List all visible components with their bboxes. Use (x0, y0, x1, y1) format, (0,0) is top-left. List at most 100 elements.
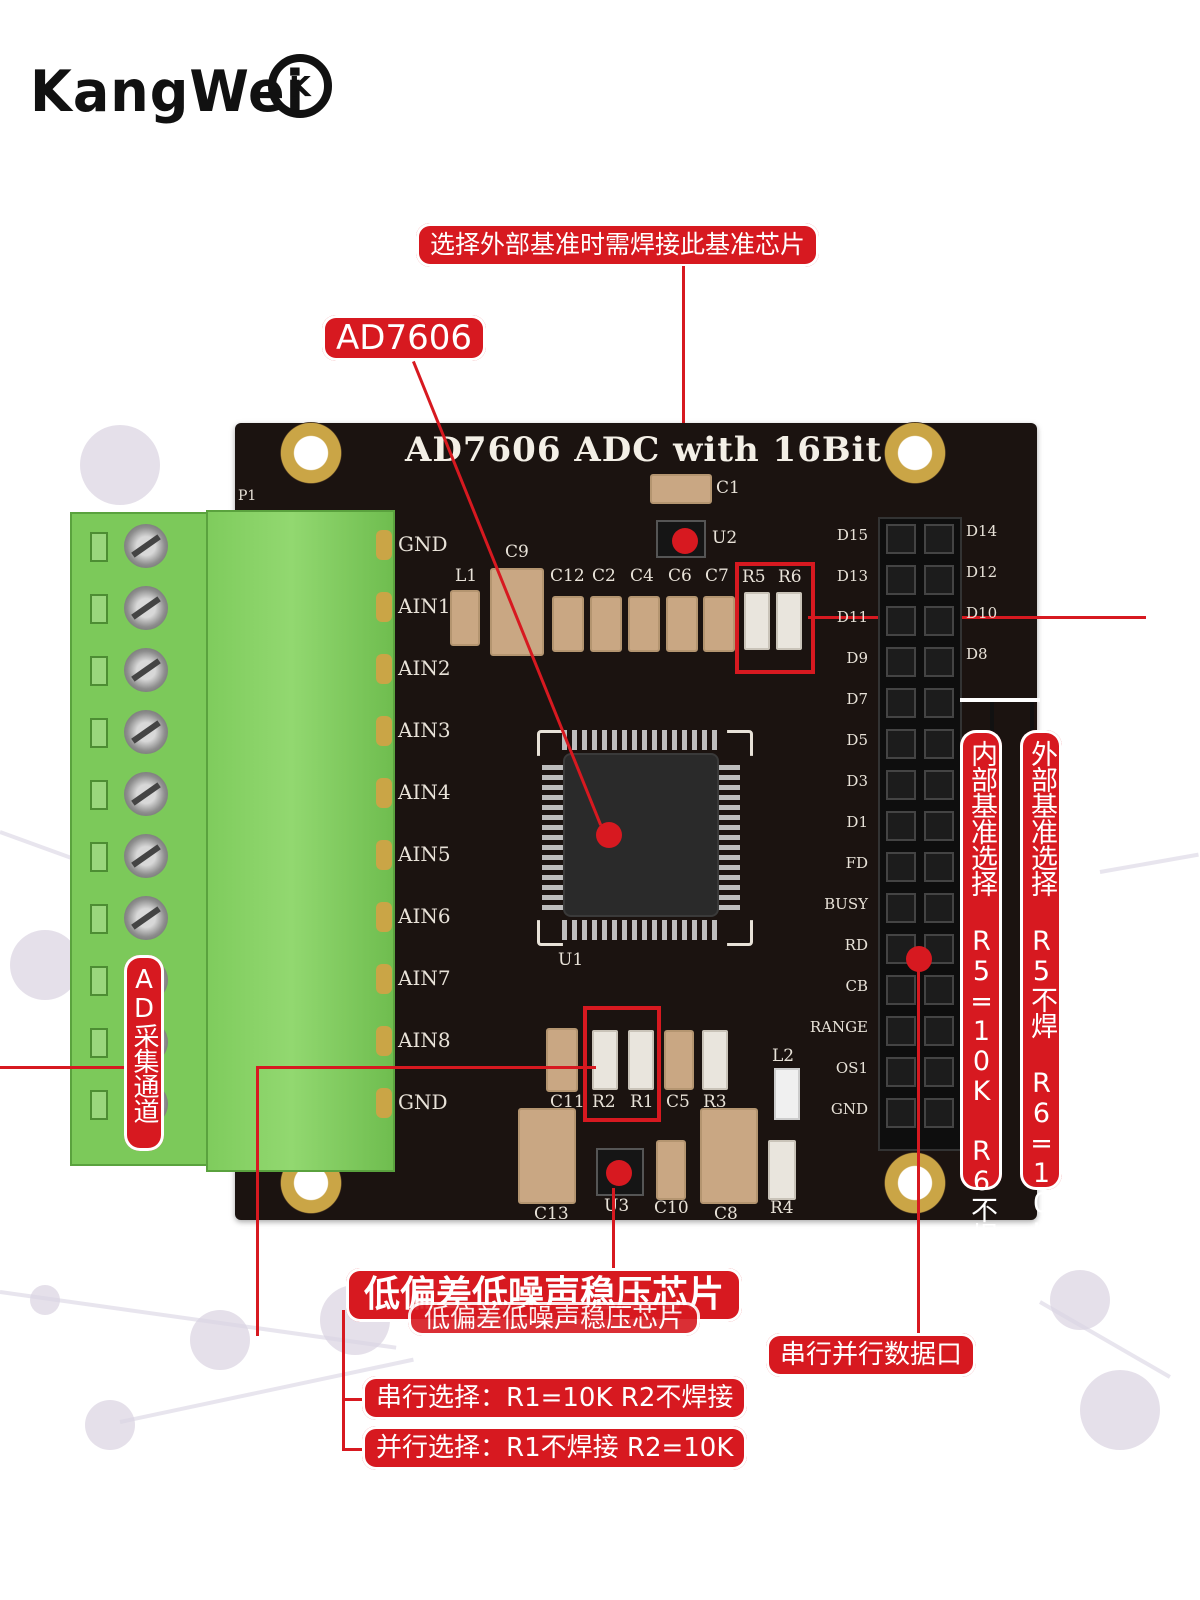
header-pin-label: RANGE (809, 1018, 868, 1036)
header-pin-label: D14 (966, 522, 998, 540)
header-pin (924, 811, 954, 841)
header-pin (886, 1016, 916, 1046)
led-l2 (774, 1068, 800, 1120)
header-pin (924, 524, 954, 554)
header-pin-label: D7 (846, 690, 868, 708)
background-node (80, 425, 160, 505)
terminal-pin (376, 592, 392, 622)
capacitor-c2 (590, 596, 622, 652)
terminal-pin (376, 902, 392, 932)
header-pin-label: CB (845, 977, 869, 995)
capacitor-c7 (703, 596, 735, 652)
callout-leader-line (917, 970, 920, 1335)
callout-leader-line (256, 1066, 596, 1069)
resistor-r6 (776, 592, 802, 650)
callout-external-reference: 外部基准选择 R5不焊 R6=10K (1020, 730, 1062, 1248)
terminal-pin (376, 964, 392, 994)
header-pin (924, 893, 954, 923)
chip-pins-bottom (562, 920, 722, 940)
header-pin-label: D13 (836, 567, 868, 585)
terminal-pin (376, 1088, 392, 1118)
background-node (85, 1400, 135, 1450)
terminal-screw (124, 772, 168, 816)
terminal-screw (124, 586, 168, 630)
terminal-pin (376, 654, 392, 684)
callout-leader-line (612, 1188, 615, 1268)
terminal-screw (124, 710, 168, 754)
header-pin-label: RD (844, 936, 868, 954)
brand-logo-mark: K (268, 54, 332, 118)
capacitor-c13 (518, 1108, 576, 1204)
label-c7: C7 (705, 566, 729, 586)
header-pin-label: D3 (846, 772, 868, 790)
terminal-slot (90, 1028, 108, 1058)
callout-data-port: 串行并行数据口 (766, 1333, 977, 1377)
input-label: AIN4 (398, 780, 451, 804)
ad7606-chip (565, 755, 717, 915)
callout-regulator-shadow: 低偏差低噪声稳压芯片 (408, 1302, 701, 1336)
chip-pins-left (542, 765, 564, 915)
terminal-slot (90, 966, 108, 996)
label-c10: C10 (654, 1198, 689, 1218)
terminal-pin (376, 530, 392, 560)
callout-ad-channels: AD采集通道 (124, 955, 164, 1151)
terminal-slot (90, 656, 108, 686)
label-c1: C1 (716, 478, 740, 498)
header-pin (924, 565, 954, 595)
capacitor-c6 (666, 596, 698, 652)
header-pin (924, 1057, 954, 1087)
input-label: AIN6 (398, 904, 451, 928)
header-pin (886, 975, 916, 1005)
chip-pins-right (718, 765, 740, 915)
terminal-screw (124, 834, 168, 878)
highlight-r1-r2 (583, 1006, 661, 1122)
callout-dot (672, 528, 698, 554)
label-r5: R5 (742, 567, 766, 587)
header-pin (924, 770, 954, 800)
label-c2: C2 (592, 566, 616, 586)
header-pin-label: OS1 (835, 1059, 868, 1077)
header-pin-label: D11 (836, 608, 868, 626)
header-pin (886, 729, 916, 759)
header-pin (886, 565, 916, 595)
header-pin (886, 852, 916, 882)
capacitor-c12 (552, 596, 584, 652)
header-pin-label: D8 (966, 645, 988, 663)
terminal-slot (90, 842, 108, 872)
label-r2: R2 (592, 1092, 616, 1112)
header-pin (886, 1098, 916, 1128)
callout-ad7606: AD7606 (322, 315, 486, 361)
header-pin (886, 811, 916, 841)
capacitor-c8 (700, 1108, 758, 1204)
callout-parallel-select: 并行选择：R1不焊接 R2=10K (362, 1426, 748, 1470)
label-u3: U3 (604, 1196, 630, 1216)
header-pin (924, 606, 954, 636)
background-line (1099, 852, 1199, 874)
header-pin (886, 606, 916, 636)
background-node (1050, 1270, 1110, 1330)
background-node (10, 930, 80, 1000)
highlight-r5-r6 (735, 562, 815, 674)
terminal-pin (376, 1026, 392, 1056)
label-u2: U2 (712, 528, 738, 548)
terminal-pin (376, 716, 392, 746)
label-c11: C11 (550, 1092, 585, 1112)
terminal-slot (90, 780, 108, 810)
input-label: AIN3 (398, 718, 451, 742)
resistor-r4 (768, 1140, 796, 1200)
header-pin (886, 647, 916, 677)
capacitor-c1 (650, 474, 712, 504)
callout-leader-line (256, 1066, 259, 1336)
label-u1: U1 (558, 950, 584, 970)
resistor-r1 (628, 1030, 654, 1090)
label-c4: C4 (630, 566, 654, 586)
header-pin (886, 893, 916, 923)
terminal-block-body (206, 510, 395, 1172)
callout-dot (606, 1160, 632, 1186)
label-r1: R1 (630, 1092, 654, 1112)
header-pin-label: D1 (846, 813, 868, 831)
header-pin-label: D12 (966, 563, 998, 581)
callout-leader-line (0, 1066, 124, 1069)
terminal-slot (90, 532, 108, 562)
